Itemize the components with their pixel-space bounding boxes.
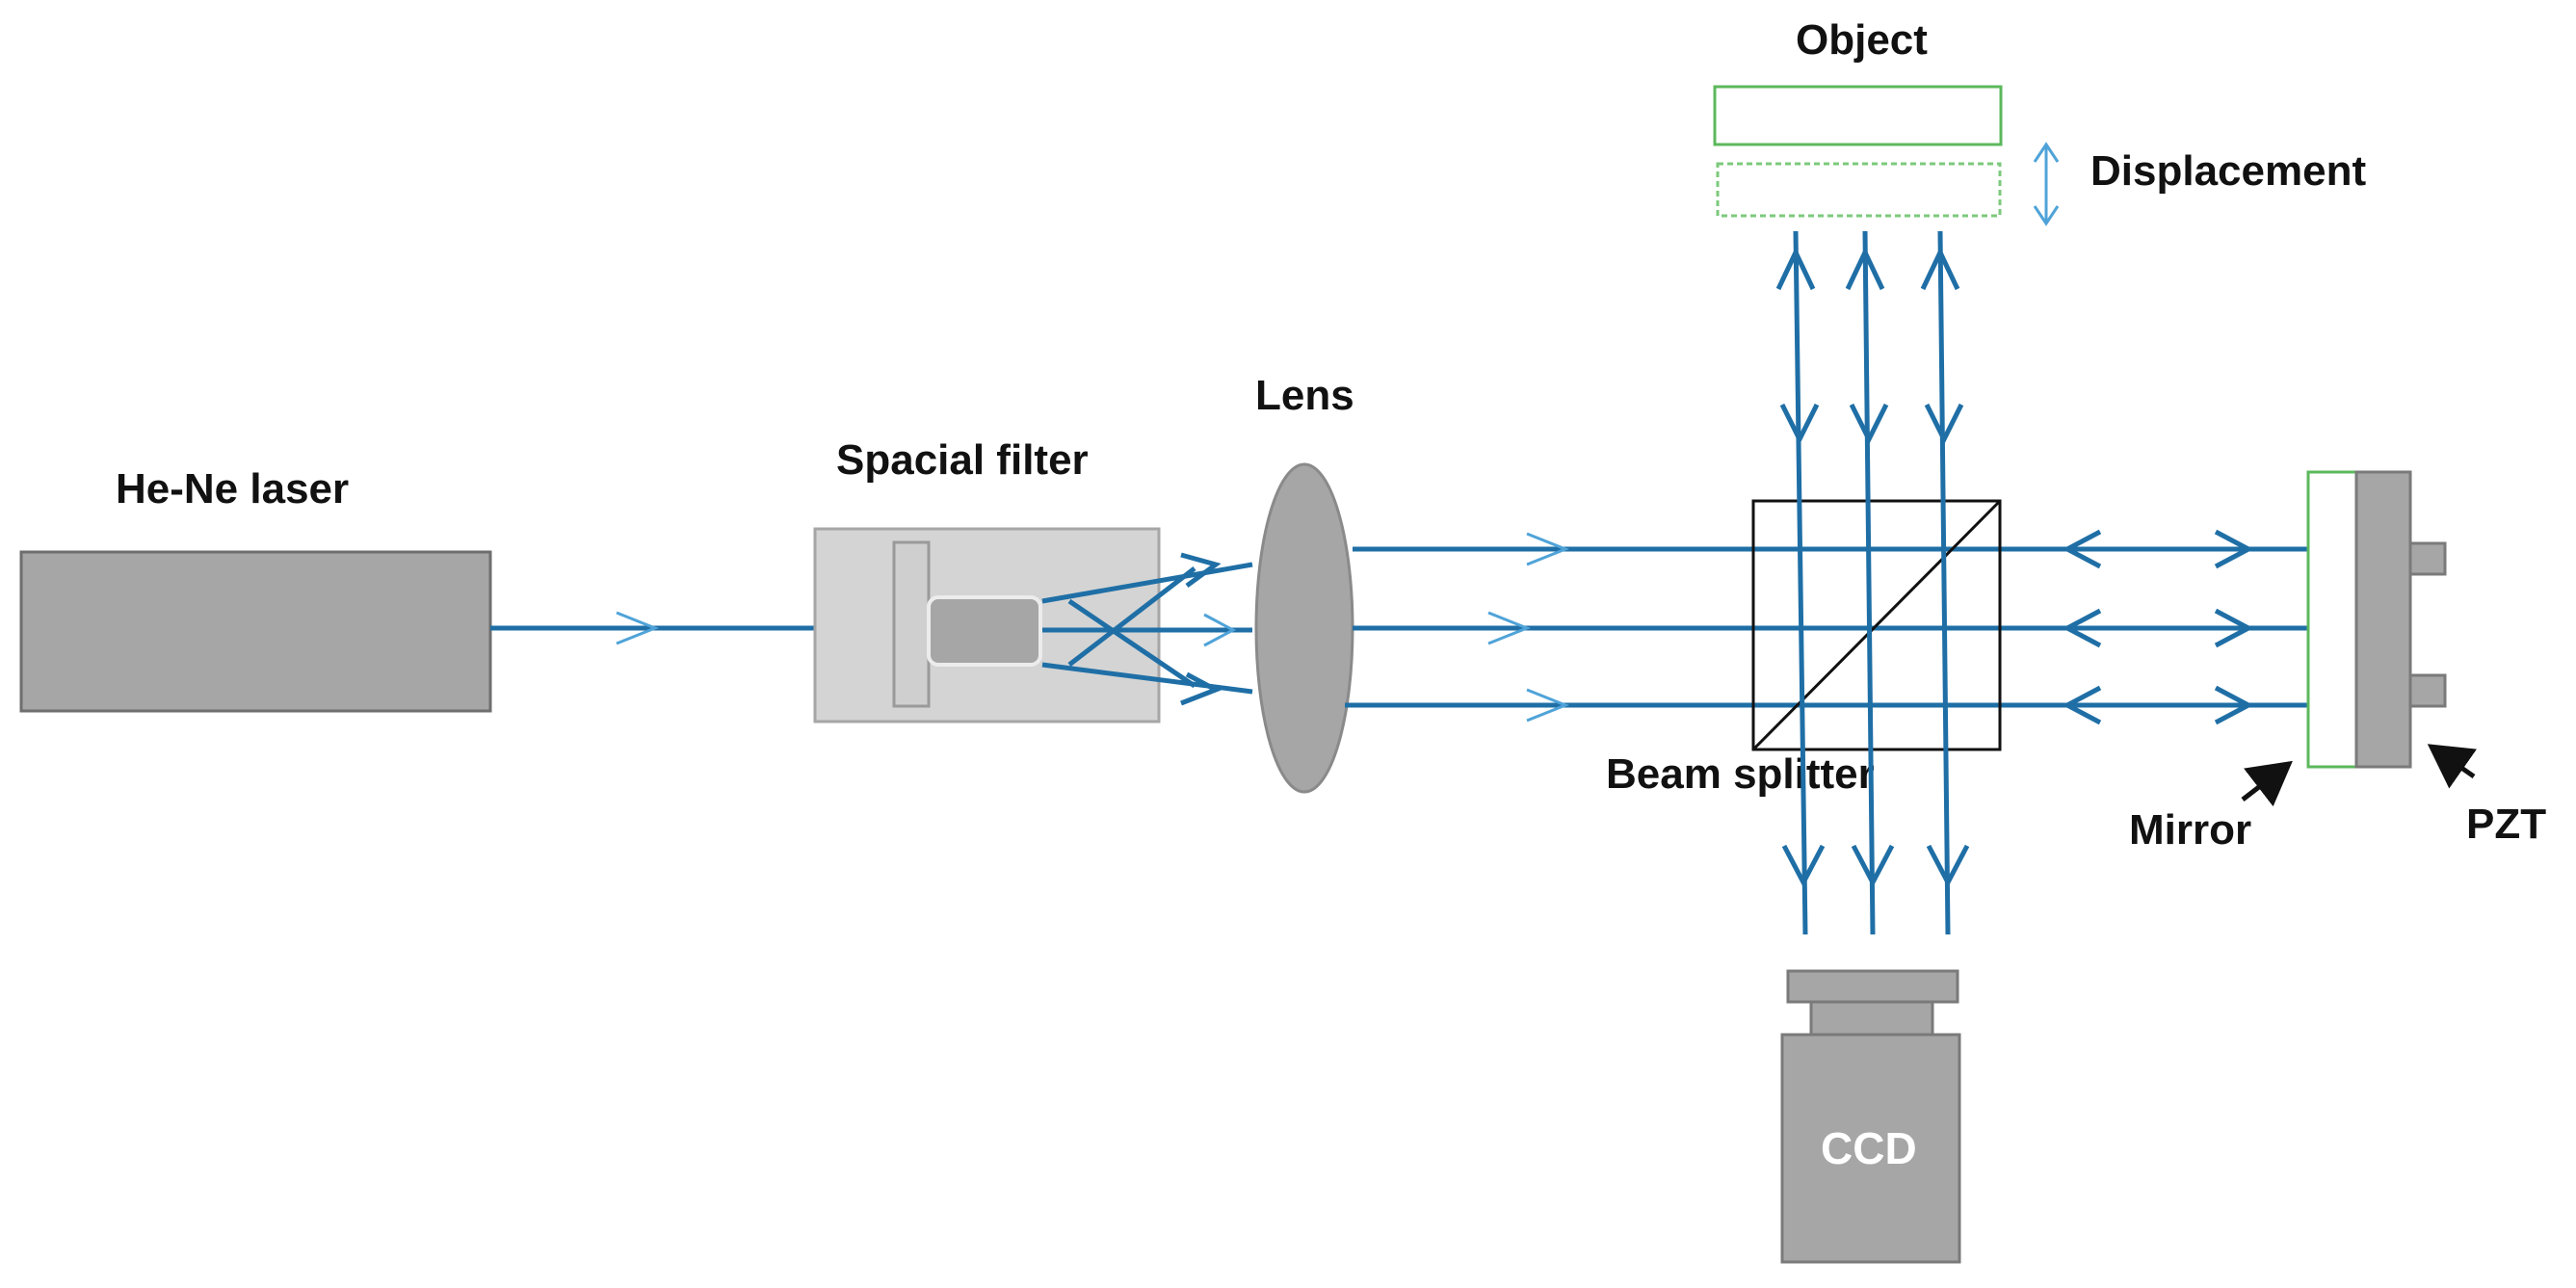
lens-label: Lens bbox=[1255, 372, 1354, 419]
mirror bbox=[2306, 470, 2358, 769]
laser-label: He-Ne laser bbox=[116, 465, 349, 513]
spatial-filter-label: Spacial filter bbox=[836, 436, 1089, 484]
mirror-label: Mirror bbox=[2129, 806, 2251, 854]
pzt-pointer-arrow-icon bbox=[2427, 744, 2478, 789]
mirror-pointer-arrow-icon bbox=[2241, 760, 2293, 807]
vertical-beams bbox=[1775, 230, 1970, 935]
ccd-camera bbox=[1780, 969, 1961, 1264]
ccd-label: CCD bbox=[1821, 1123, 1917, 1173]
displacement-label: Displacement bbox=[2090, 147, 2366, 195]
beam-splitter-label: Beam splitter bbox=[1606, 750, 1875, 798]
beam-splitter bbox=[1751, 499, 2002, 751]
diverging-beams bbox=[1041, 552, 1253, 706]
object bbox=[1713, 85, 2003, 218]
pzt bbox=[2354, 470, 2447, 769]
he-ne-laser bbox=[19, 550, 492, 713]
collimated-beams bbox=[1345, 529, 2308, 725]
displacement-arrow-icon bbox=[2033, 142, 2060, 226]
pzt-label: PZT bbox=[2466, 801, 2546, 848]
lens bbox=[1254, 462, 1354, 794]
object-label: Object bbox=[1796, 16, 1928, 64]
